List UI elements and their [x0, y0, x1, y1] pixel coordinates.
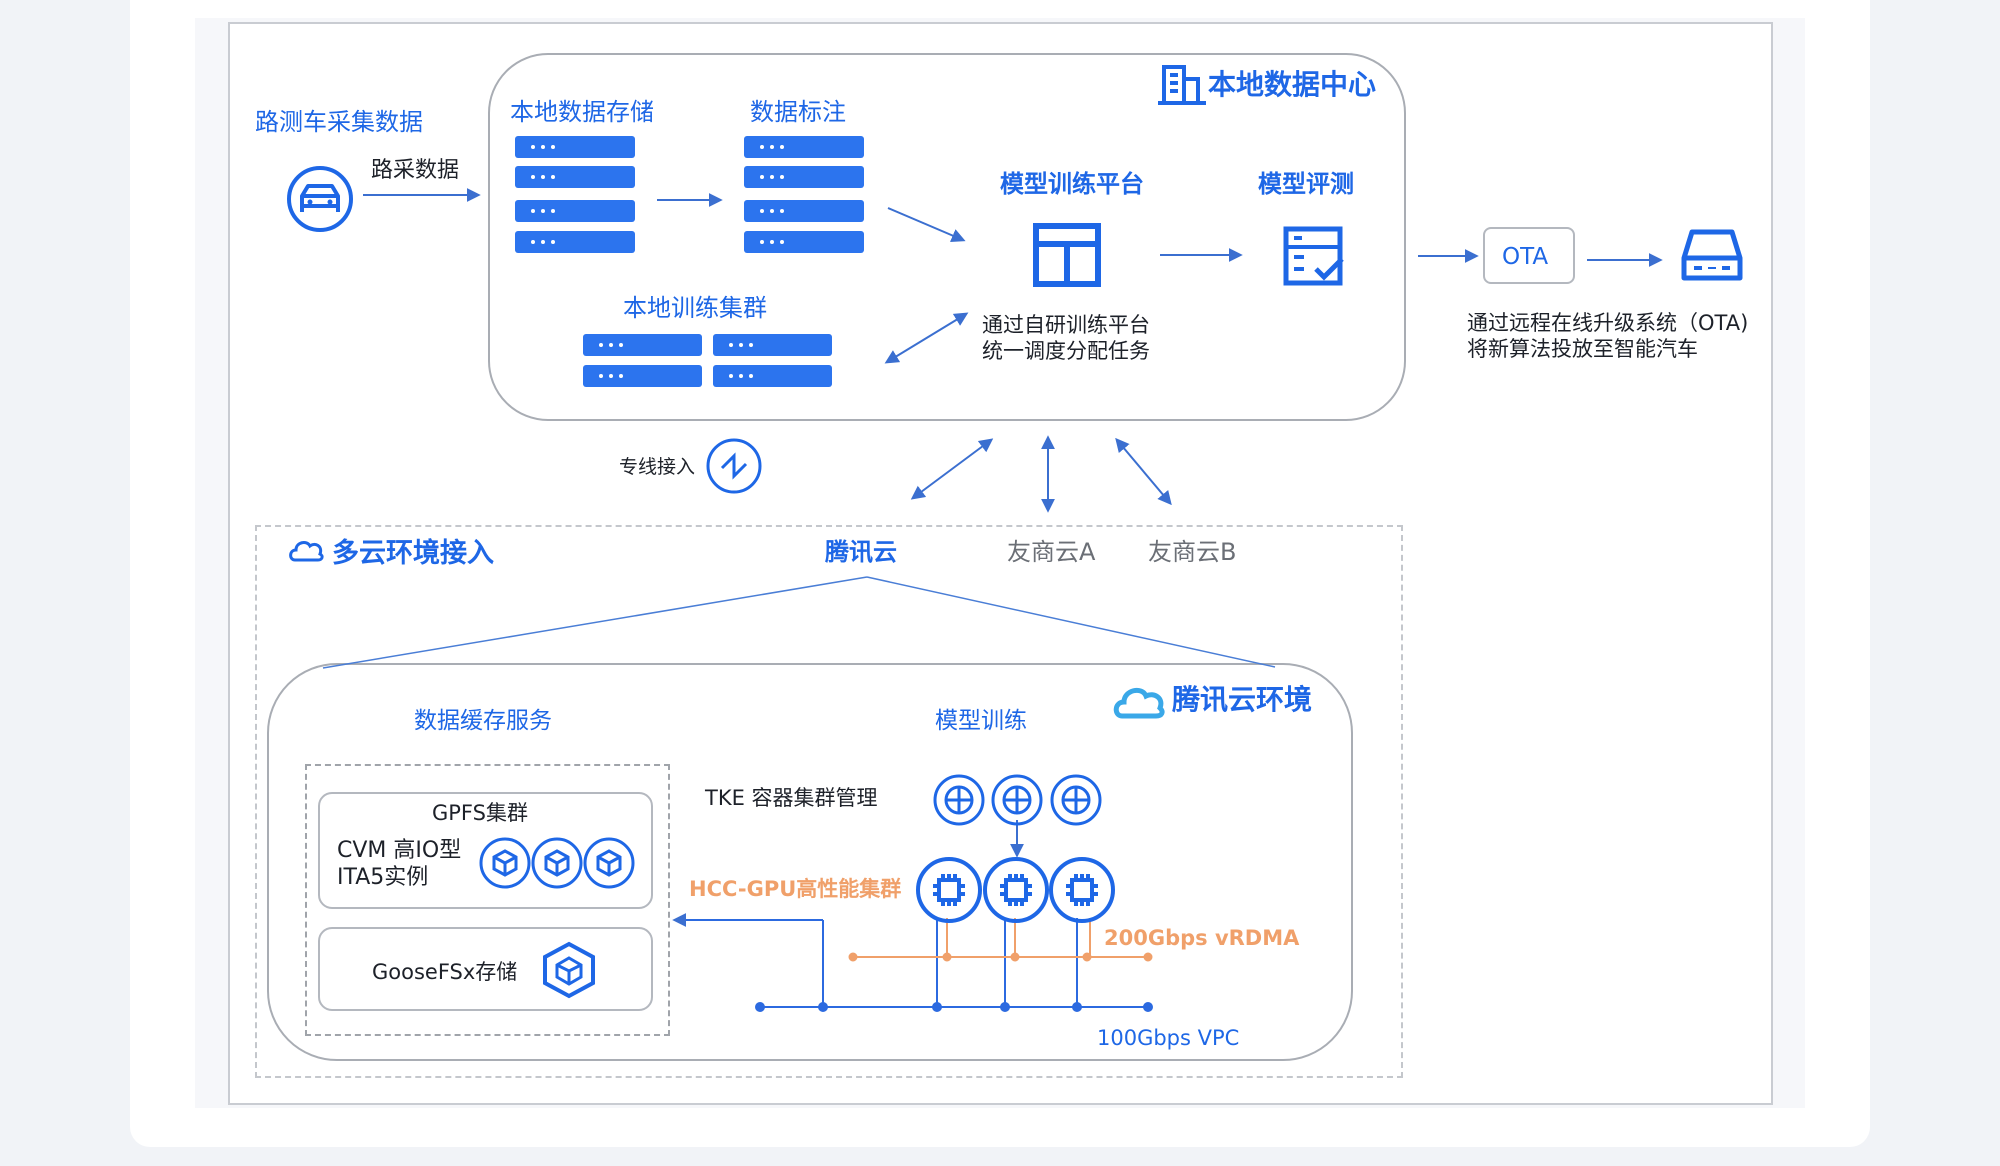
ota-box: [1483, 227, 1575, 284]
ota-desc-1: 通过远程在线升级系统（OTA): [1467, 311, 1749, 335]
cache-service-label: 数据缓存服务: [414, 708, 552, 734]
tencent-cloud-label: 腾讯云: [825, 538, 897, 566]
rdma-label: 200Gbps vRDMA: [1104, 926, 1300, 950]
arrow-dc-tencent: [910, 438, 994, 500]
ota-label: OTA: [1502, 244, 1549, 270]
tencent-env-title: 腾讯云环境: [1172, 683, 1313, 716]
cache-service-box: [305, 764, 670, 1036]
annotation-label: 数据标注: [750, 98, 846, 126]
platform-label: 模型训练平台: [1000, 170, 1144, 198]
goosefs-icon: [543, 941, 595, 999]
building-icon: [1158, 65, 1206, 105]
evaluation-icon: [1283, 226, 1344, 286]
tke-label: TKE 容器集群管理: [705, 786, 878, 810]
hcc-gpu-label: HCC-GPU高性能集群: [689, 877, 902, 901]
multicloud-title: 多云环境接入: [332, 538, 494, 569]
ota-desc-2: 将新算法投放至智能汽车: [1467, 337, 1698, 361]
cluster-label: 本地训练集群: [623, 294, 767, 322]
vendor-b-label: 友商云B: [1148, 538, 1237, 566]
training-label: 模型训练: [935, 708, 1027, 734]
local-dc-box: [488, 53, 1406, 421]
platform-desc-1: 通过自研训练平台: [982, 313, 1150, 337]
local-dc-title: 本地数据中心: [1208, 68, 1377, 101]
goosefs-label: GooseFSx存储: [372, 960, 518, 984]
tke-node-icons: [933, 774, 1102, 826]
evaluation-label: 模型评测: [1258, 170, 1354, 198]
local-storage-label: 本地数据存储: [510, 98, 654, 126]
vpc-bus: [672, 913, 1153, 1012]
arrow-cluster-platform: [884, 312, 969, 364]
goosefs-box: [318, 927, 653, 1011]
dedicated-line-icon: [706, 438, 762, 494]
multicloud-box: [255, 525, 1403, 1078]
car-icon: [1681, 229, 1743, 281]
road-data-label: 路采数据: [371, 158, 460, 183]
gpfs-label: GPFS集群: [432, 801, 528, 825]
dedicated-line-label: 专线接入: [619, 456, 696, 478]
platform-desc-2: 统一调度分配任务: [982, 339, 1150, 363]
tencent-env-box: [267, 663, 1353, 1061]
arrow-dc-vendor-b: [1115, 437, 1172, 506]
gpu-node-icons: [916, 857, 1115, 923]
vendor-a-label: 友商云A: [1007, 538, 1096, 566]
vpc-label: 100Gbps VPC: [1097, 1026, 1240, 1050]
cvm-label-2: ITA5实例: [337, 865, 429, 890]
tencent-cloud-icon: [1113, 687, 1165, 719]
cvm-label-1: CVM 高IO型: [337, 838, 462, 863]
cloud-icon: [289, 541, 324, 562]
road-car-title: 路测车采集数据: [255, 108, 423, 136]
rdma-bus: [848, 918, 1153, 962]
car-front-icon: [287, 166, 353, 232]
platform-icon: [1033, 223, 1101, 287]
diagram-frame: [228, 22, 1773, 1105]
cvm-instance-icons: [479, 837, 635, 889]
arrow-annotation-platform: [887, 207, 966, 243]
